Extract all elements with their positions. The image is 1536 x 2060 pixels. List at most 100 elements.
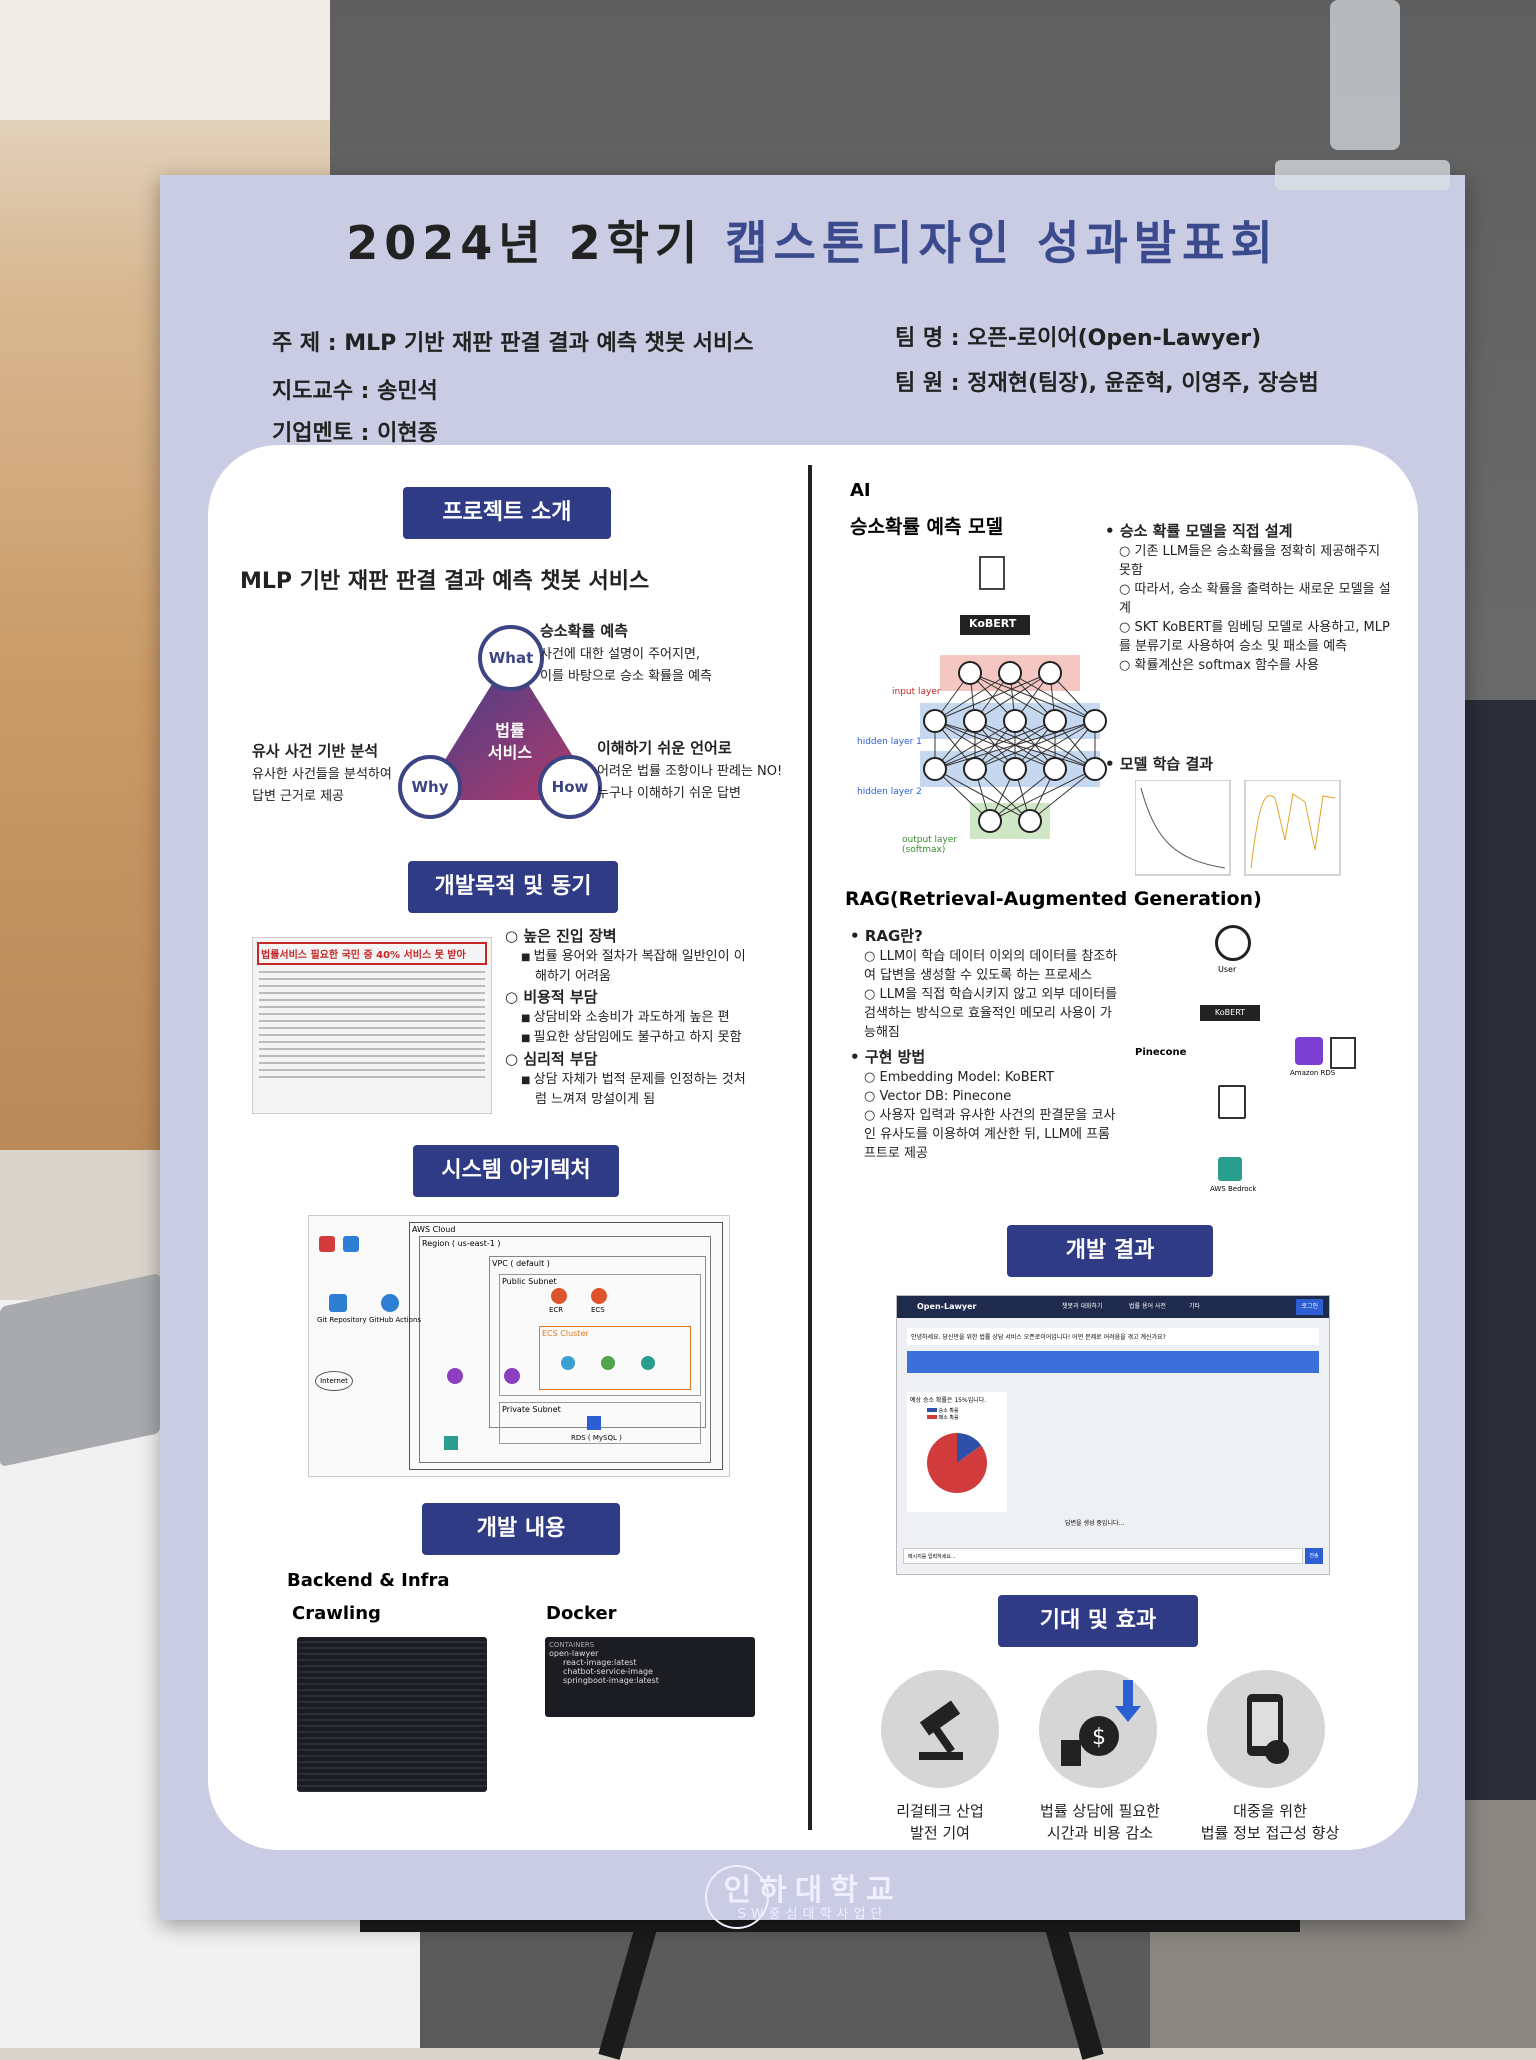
architecture-header: 시스템 아키텍처 (413, 1145, 619, 1197)
title-year-term: 2024년 2학기 (346, 216, 704, 270)
rds-label: RDS ( MySQL ) (571, 1434, 622, 1442)
app-navbar: Open-Lawyer 챗봇과 대화하기 법률 용어 사전 기타 로그인 (897, 1296, 1329, 1318)
user-message (907, 1351, 1319, 1373)
expect-item-2: 법률 상담에 필요한 시간과 비용 감소 (1015, 1800, 1185, 1844)
nn-node (963, 709, 987, 733)
region-box: Region ( us-east-1 ) (419, 1236, 711, 1463)
background-laptop (0, 1272, 160, 1468)
loading-text: 답변을 생성 중입니다... (1065, 1520, 1125, 1527)
why-circle: Why (398, 755, 462, 819)
info-mentor: 기업멘토 : 이현종 (272, 421, 438, 446)
rag-diagram: User KoBERT Pinecone Amazon RDS AWS Bedr… (1130, 925, 1370, 1195)
nn-edge (1014, 720, 1096, 770)
docker-line: springboot-image:latest (563, 1676, 659, 1685)
kobert-label: KoBERT (969, 617, 1017, 630)
nn-edge (989, 768, 1056, 822)
hidden-layer-2-label: hidden layer 2 (857, 787, 922, 797)
nn-edge (934, 720, 1016, 770)
bot-greeting: 안녕하세요. 당신만을 위한 법률 상담 서비스 오픈로이어입니다! 어떤 문제… (907, 1328, 1319, 1345)
info-topic: 주 제 : MLP 기반 재판 판결 결과 예측 챗봇 서비스 (272, 331, 754, 356)
poster-clip (1330, 0, 1400, 150)
nav-item: 챗봇과 대화하기 (1062, 1303, 1103, 1310)
why-desc-2: 답변 근거로 제공 (252, 789, 344, 804)
docker-containers-screenshot: CONTAINERS open-lawyer react-image:lates… (545, 1637, 755, 1717)
react-icon (561, 1356, 575, 1370)
rag-impl-point: 사용자 입력과 유사한 사건의 판결문을 코사인 유사도를 이용하여 계산한 뒤… (850, 1106, 1120, 1163)
triangle-center-label: 법률 서비스 (487, 721, 533, 762)
info-team-name: 팀 명 : 오픈-로이어(Open-Lawyer) (895, 326, 1262, 351)
ecs-icon (591, 1288, 607, 1304)
result-header: 개발 결과 (1007, 1225, 1213, 1277)
rag-title: RAG(Retrieval-Augmented Generation) (845, 888, 1262, 910)
cloudfront-icon (447, 1368, 463, 1384)
news-body-lines (259, 971, 485, 1081)
github-actions-label: GitHub Actions (369, 1316, 422, 1324)
vscode-icon (343, 1236, 359, 1252)
money-down-icon: $ (1039, 1670, 1157, 1788)
footer-subtitle: SW중심대학사업단 (737, 1907, 888, 1922)
public-subnet-label: Public Subnet (502, 1277, 557, 1286)
motivation-item-title: 높은 진입 장벽 (505, 925, 805, 947)
rag-list: RAG란? LLM이 학습 데이터 이외의 데이터를 참조하여 답변을 생성할 … (850, 925, 1120, 1163)
github-actions-icon (381, 1294, 399, 1312)
rds-icon (587, 1416, 601, 1430)
document-icon (1330, 1037, 1356, 1069)
ai-title: 승소확률 예측 모델 (850, 516, 1004, 538)
rag-impl-point: Embedding Model: KoBERT (850, 1068, 1120, 1087)
docker-line: chatbot-service-image (563, 1667, 653, 1676)
expect-line: 대중을 위한 (1233, 1802, 1307, 1820)
design-point: 확률계산은 softmax 함수를 사용 (1105, 656, 1395, 675)
region-label: Region ( us-east-1 ) (422, 1239, 501, 1248)
motivation-item-sub: 상담비와 소송비가 과도하게 높은 편 (505, 1008, 805, 1028)
motivation-item-sub: 필요한 상담임에도 불구하고 하지 못함 (505, 1028, 805, 1048)
nn-edge (934, 720, 1056, 770)
pie-chart-title: 예상 승소 확률은 15%입니다. (910, 1397, 987, 1404)
intro-title: MLP 기반 재판 판결 결과 예측 챗봇 서비스 (240, 569, 650, 594)
nn-node (1083, 757, 1107, 781)
info-advisor: 지도교수 : 송민석 (272, 379, 438, 404)
crawling-terminal-screenshot (297, 1637, 487, 1792)
aws-cloud-label: AWS Cloud (412, 1225, 456, 1234)
nn-node (1043, 757, 1067, 781)
legend-label: 패소 확률 (938, 1415, 959, 1421)
message-input: 메시지를 입력하세요... (903, 1548, 1303, 1564)
nn-edge (974, 720, 1096, 770)
nn-edge (974, 672, 1051, 722)
poster-title: 2024년 2학기 캡스톤디자인 성과발표회 (160, 207, 1465, 273)
aws-bedrock-icon (1218, 1157, 1242, 1181)
nn-node (1018, 809, 1042, 833)
design-point: 기존 LLM들은 승소확률을 정확히 제공해주지 못함 (1105, 542, 1395, 580)
fastapi-icon (641, 1356, 655, 1370)
internet-cloud: Internet (315, 1371, 353, 1391)
footer-university: 인하대학교 (723, 1873, 902, 1908)
nn-edge (989, 768, 1096, 822)
user-icon (1215, 925, 1251, 961)
motivation-item-sub: 법률 용어와 절차가 복잡해 일반인이 이 (505, 947, 805, 967)
expect-line: 리걸테크 산업 (896, 1802, 984, 1820)
expect-header: 기대 및 효과 (998, 1595, 1198, 1647)
vpc-label: VPC ( default ) (492, 1259, 550, 1268)
public-subnet-box: Public Subnet (499, 1274, 701, 1396)
nn-edge (934, 768, 991, 822)
expect-item-3: 대중을 위한 법률 정보 접근성 향상 (1180, 1800, 1360, 1844)
university-seal (705, 1865, 769, 1929)
architecture-diagram: AWS Cloud Region ( us-east-1 ) VPC ( def… (308, 1215, 730, 1477)
git-icon (319, 1236, 335, 1252)
intro-header: 프로젝트 소개 (403, 487, 611, 539)
design-point: 따라서, 승소 확률을 출력하는 새로운 모델을 설계 (1105, 580, 1395, 618)
gavel-icon (881, 1670, 999, 1788)
send-button: 전송 (1305, 1548, 1323, 1564)
nn-node (923, 757, 947, 781)
nn-node (958, 661, 982, 685)
nav-item: 기타 (1189, 1303, 1201, 1310)
content-panel (208, 445, 1418, 1850)
design-title: 승소 확률 모델을 직접 설계 (1105, 520, 1395, 542)
poster-clip-base (1275, 160, 1450, 190)
column-divider (808, 465, 812, 1830)
legend-label: 승소 확률 (938, 1408, 959, 1414)
crawling-title: Crawling (292, 1603, 381, 1624)
prediction-card: 예상 승소 확률은 15%입니다. 승소 확률 패소 확률 (907, 1392, 1007, 1512)
ecs-label: ECS (591, 1306, 605, 1314)
how-desc-2: 누구나 이해하기 쉬운 답변 (597, 786, 741, 801)
what-desc-1: 사건에 대한 설명이 주어지면, (540, 647, 701, 662)
